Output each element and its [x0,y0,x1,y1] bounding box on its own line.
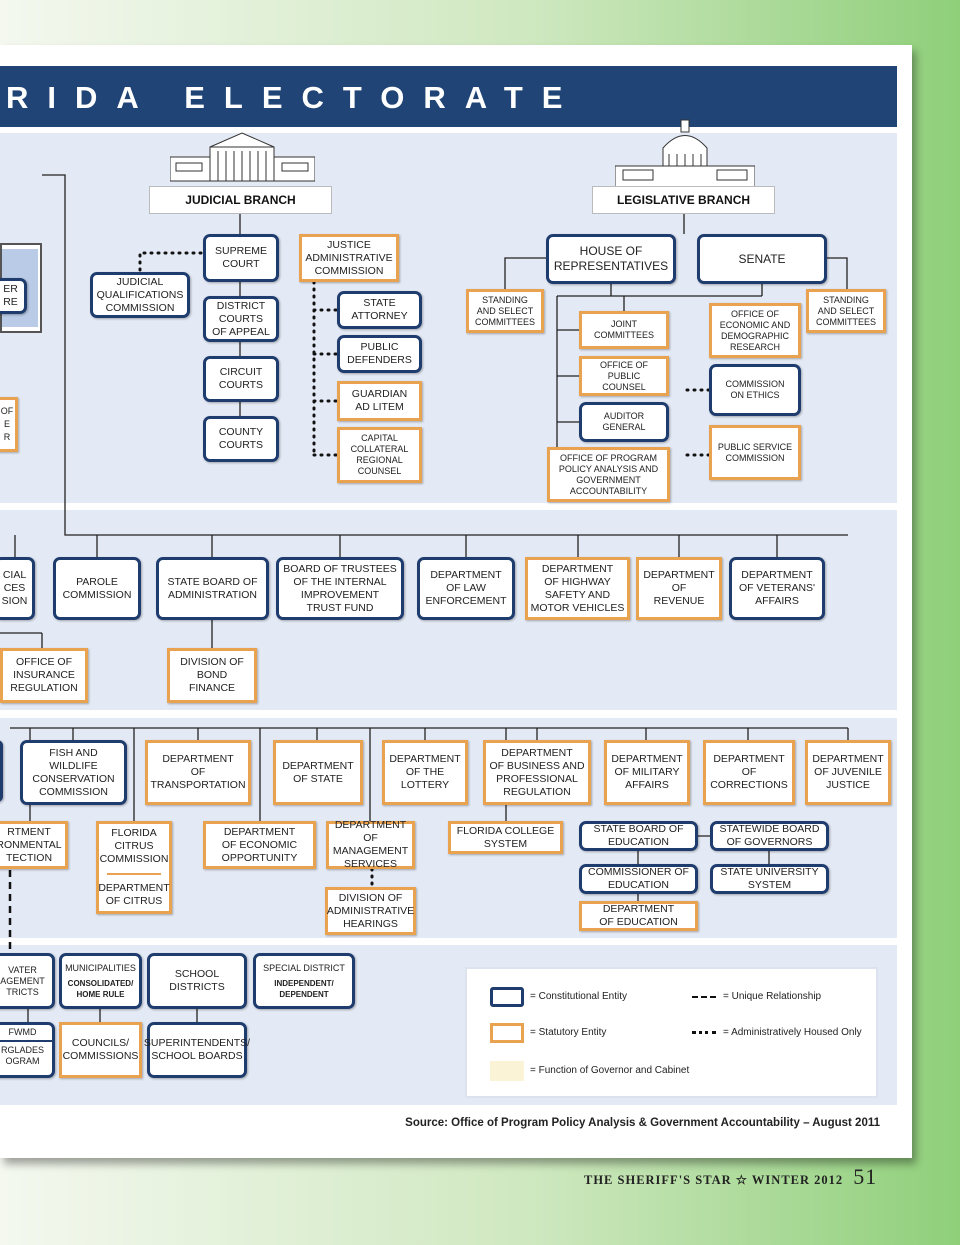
municipalities-label: MUNICIPALITIES [65,962,136,973]
state-university-system: STATE UNIVERSITY SYSTEM [710,864,829,894]
municipalities: MUNICIPALITIES CONSOLIDATED/ HOME RULE [59,953,142,1009]
public-service-commission: PUBLIC SERVICE COMMISSION [709,425,801,480]
star-icon: ☆ [735,1173,749,1187]
partial-box: CIAL CES SION [0,557,35,620]
parole-commission: PAROLE COMMISSION [53,557,141,620]
water-management-districts: VATER AGEMENT TRICTS [0,953,55,1009]
legend: = Constitutional Entity = Statutory Enti… [465,967,878,1098]
partial-box: RTMENT RONMENTAL TECTION [0,821,68,869]
department-of-law-enforcement: DEPARTMENT OF LAW ENFORCEMENT [417,557,515,620]
department-of-juvenile-justice: DEPARTMENT OF JUVENILE JUSTICE [805,740,891,805]
state-board-of-administration: STATE BOARD OF ADMINISTRATION [156,557,269,620]
municipalities-sublabel: CONSOLIDATED/ HOME RULE [67,978,134,999]
division-of-bond-finance: DIVISION OF BOND FINANCE [167,648,257,703]
partial-box: OF E R [0,397,18,452]
special-district: SPECIAL DISTRICT INDEPENDENT/ DEPENDENT [253,953,355,1009]
page-title: RIDA ELECTORATE [6,80,582,115]
department-of-transportation: DEPARTMENT OF TRANSPORTATION [145,740,251,805]
statutory-swatch [490,1023,524,1043]
dotted-line-icon [692,1031,716,1034]
issue-date: WINTER 2012 [751,1173,844,1187]
commission-on-ethics: COMMISSION ON ETHICS [709,364,801,416]
constitutional-swatch [490,987,524,1007]
department-of-corrections: DEPARTMENT OF CORRECTIONS [703,740,795,805]
legend-function: = Function of Governor and Cabinet [530,1065,690,1076]
supreme-court: SUPREME COURT [203,234,279,282]
everglades-program-label: RGLADES OGRAM [0,1045,44,1066]
office-of-public-counsel: OFFICE OF PUBLIC COUNSEL [579,356,669,396]
superintendents-school-boards: SUPERINTENDENTS/ SCHOOL BOARDS [144,1022,250,1078]
department-of-citrus-label: DEPARTMENT OF CITRUS [98,881,170,907]
department-of-highway-safety: DEPARTMENT OF HIGHWAY SAFETY AND MOTOR V… [525,557,630,620]
partial-box: ER RE [0,278,27,314]
department-of-the-lottery: DEPARTMENT OF THE LOTTERY [382,740,468,805]
councils-commissions: COUNCILS/ COMMISSIONS [59,1022,142,1078]
county-courts: COUNTY COURTS [203,416,279,462]
legend-constitutional: = Constitutional Entity [530,991,627,1002]
sfwmd-label: FWMD [0,1025,52,1042]
department-of-veterans-affairs: DEPARTMENT OF VETERANS' AFFAIRS [729,557,825,620]
oppaga: OFFICE OF PROGRAM POLICY ANALYSIS AND GO… [547,447,670,502]
senate: SENATE [697,234,827,284]
department-of-state: DEPARTMENT OF STATE [273,740,363,805]
capital-collateral-regional-counsel: CAPITAL COLLATERAL REGIONAL COUNSEL [337,427,422,483]
school-districts: SCHOOL DISTRICTS [147,953,247,1009]
house-of-representatives: HOUSE OF REPRESENTATIVES [546,234,676,284]
florida-college-system: FLORIDA COLLEGE SYSTEM [448,821,563,854]
auditor-general: AUDITOR GENERAL [579,402,669,442]
district-courts-of-appeal: DISTRICT COURTS OF APPEAL [203,296,279,342]
footer: THE SHERIFF'S STAR ☆ WINTER 2012 51 [584,1164,877,1190]
legislative-branch-label: LEGISLATIVE BRANCH [592,186,775,214]
public-defenders: PUBLIC DEFENDERS [337,335,422,373]
fish-wildlife-conservation-commission: FISH AND WILDLIFE CONSERVATION COMMISSIO… [20,740,127,805]
division-of-administrative-hearings: DIVISION OF ADMINISTRATIVE HEARINGS [325,887,416,935]
department-of-management-services: DEPARTMENT OF MANAGEMENT SERVICES [326,819,415,870]
state-attorney: STATE ATTORNEY [337,291,422,329]
justice-administrative-commission: JUSTICE ADMINISTRATIVE COMMISSION [299,234,399,282]
title-banner: RIDA ELECTORATE [0,66,897,127]
guardian-ad-litem: GUARDIAN AD LITEM [337,381,422,421]
publication-name: THE SHERIFF'S STAR [584,1173,732,1187]
partial-box [0,740,3,802]
florida-citrus-commission: FLORIDA CITRUS COMMISSION DEPARTMENT OF … [96,821,172,914]
source-note: Source: Office of Program Policy Analysi… [405,1117,880,1129]
department-of-military-affairs: DEPARTMENT OF MILITARY AFFAIRS [604,740,690,805]
special-district-label: SPECIAL DISTRICT [263,962,345,973]
special-district-sublabel: INDEPENDENT/ DEPENDENT [274,978,334,999]
dashed-line-icon [692,996,716,998]
supreme-court-building-icon [170,132,315,182]
capitol-building-icon [615,119,755,189]
department-of-education: DEPARTMENT OF EDUCATION [579,901,698,931]
circuit-courts: CIRCUIT COURTS [203,356,279,402]
standing-select-committees-house: STANDING AND SELECT COMMITTEES [466,289,544,333]
legend-unique: = Unique Relationship [723,991,822,1002]
sfwmd-everglades: FWMD RGLADES OGRAM [0,1022,55,1078]
function-swatch [490,1061,524,1081]
department-of-economic-opportunity: DEPARTMENT OF ECONOMIC OPPORTUNITY [203,821,316,869]
office-of-insurance-regulation: OFFICE OF INSURANCE REGULATION [0,648,88,703]
legend-statutory: = Statutory Entity [530,1027,607,1038]
judicial-branch-label: JUDICIAL BRANCH [149,186,332,214]
divider [107,872,161,875]
board-of-trustees-iitf: BOARD OF TRUSTEES OF THE INTERNAL IMPROV… [276,557,404,620]
page-number: 51 [853,1164,878,1189]
legend-admin: = Administratively Housed Only [723,1027,862,1038]
department-of-business-professional-regulation: DEPARTMENT OF BUSINESS AND PROFESSIONAL … [483,740,591,805]
office-of-economic-demographic-research: OFFICE OF ECONOMIC AND DEMOGRAPHIC RESEA… [709,303,801,358]
commissioner-of-education: COMMISSIONER OF EDUCATION [579,864,698,894]
citrus-commission-label: FLORIDA CITRUS COMMISSION [99,827,169,866]
joint-committees: JOINT COMMITTEES [579,311,669,349]
standing-select-committees-senate: STANDING AND SELECT COMMITTEES [806,289,886,333]
statewide-board-of-governors: STATEWIDE BOARD OF GOVERNORS [710,821,829,851]
judicial-qualifications-commission: JUDICIAL QUALIFICATIONS COMMISSION [90,272,190,318]
state-board-of-education: STATE BOARD OF EDUCATION [579,821,698,851]
department-of-revenue: DEPARTMENT OF REVENUE [636,557,722,620]
